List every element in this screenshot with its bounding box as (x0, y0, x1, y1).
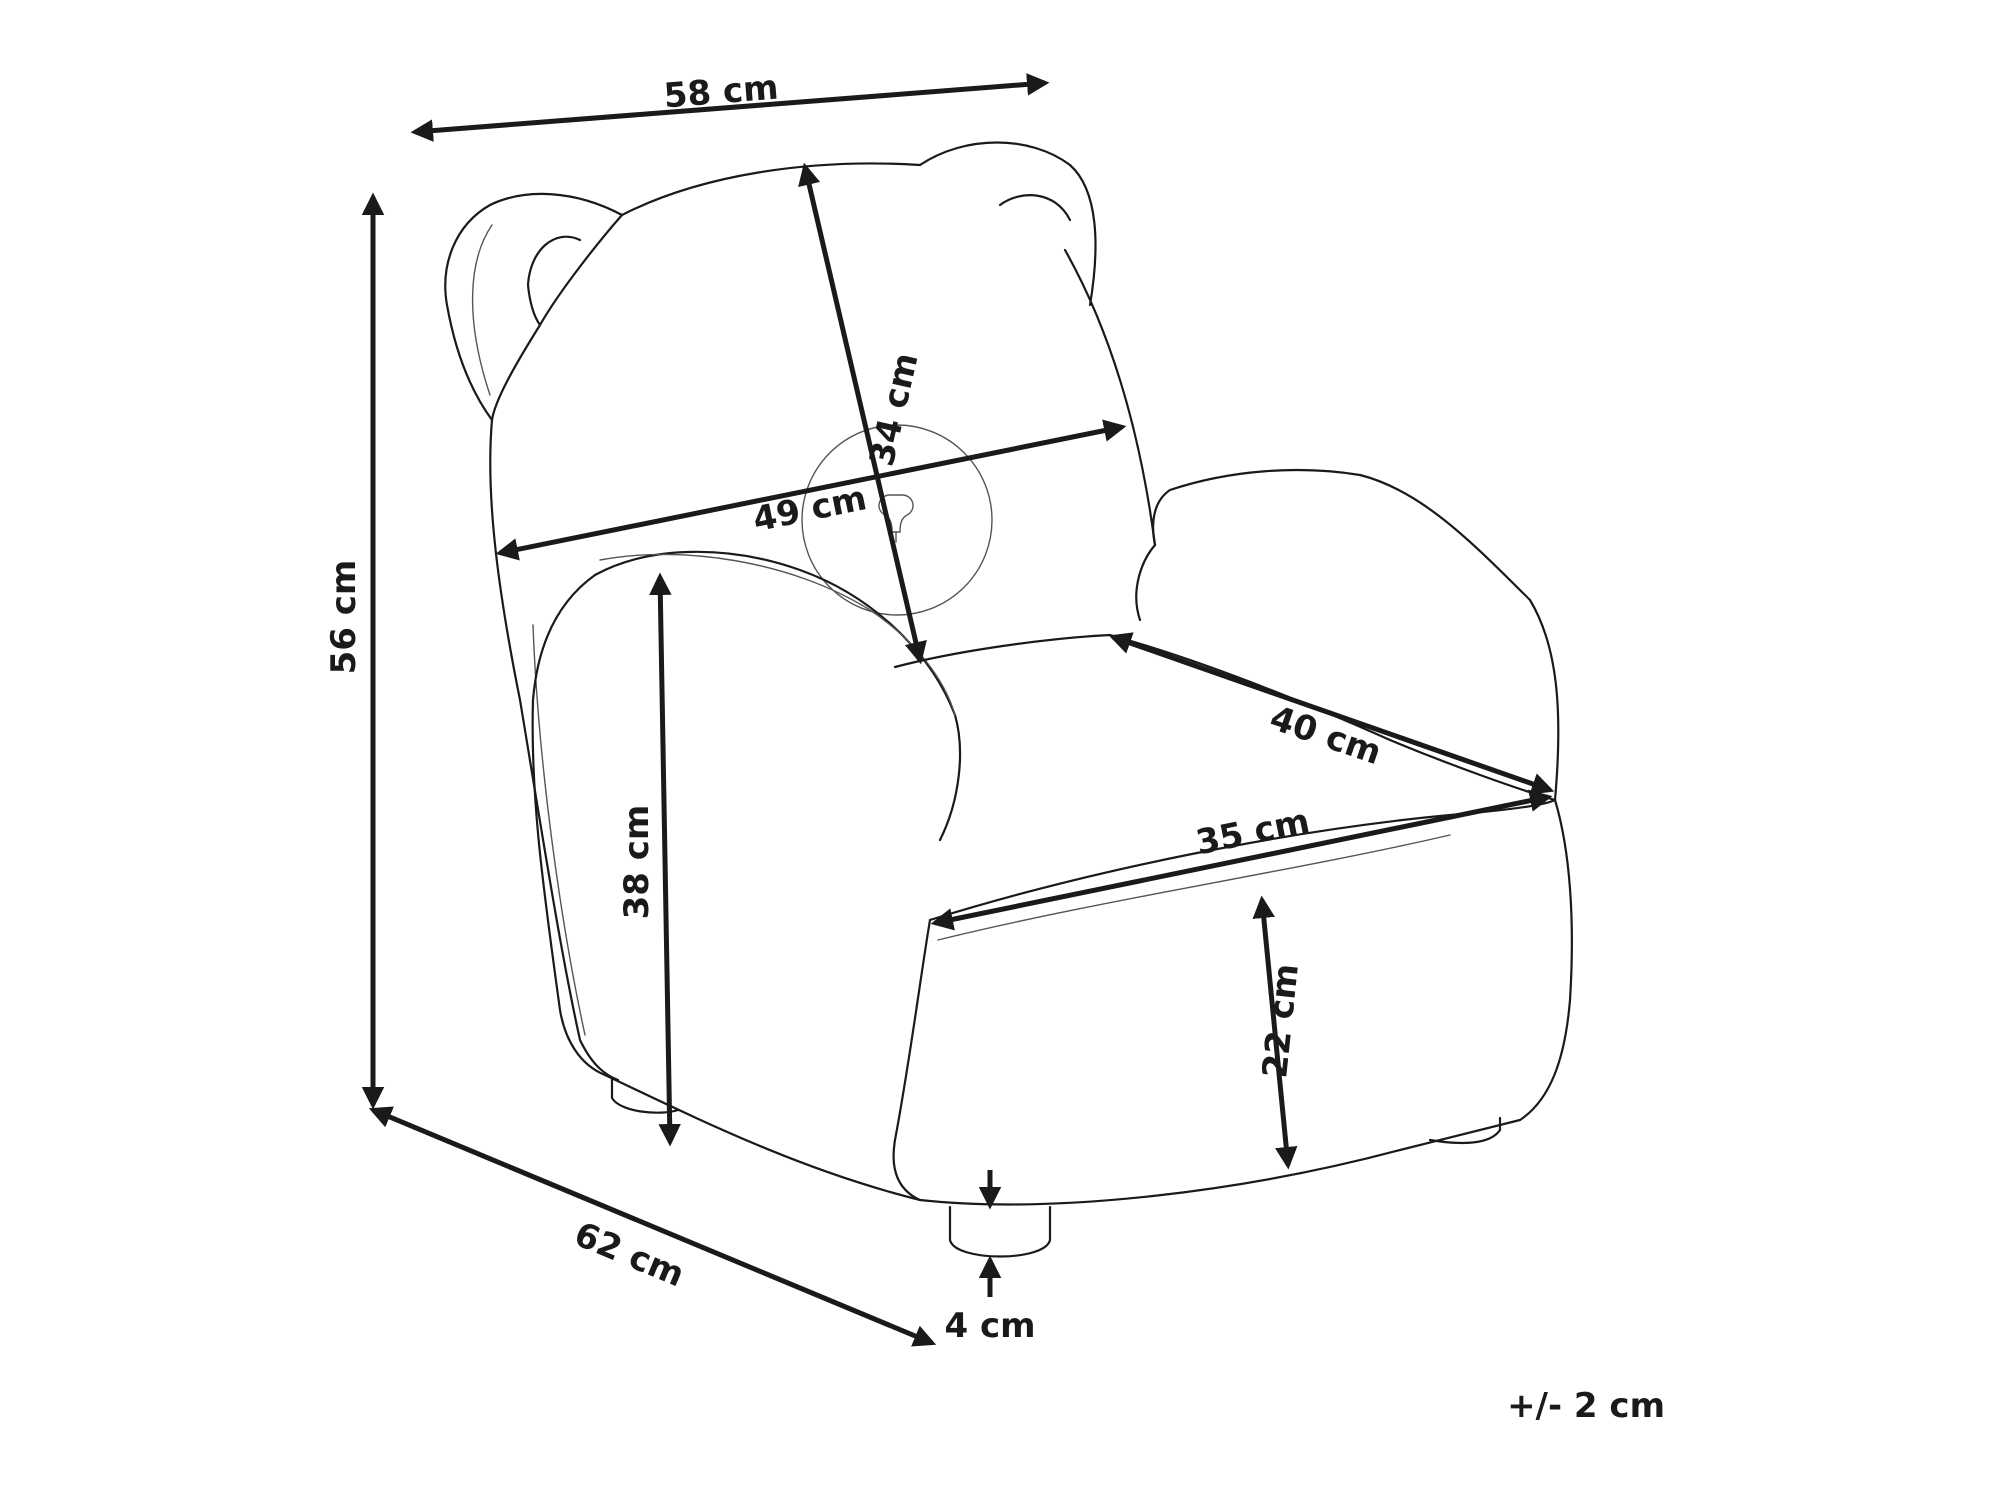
armchair-outline (444, 141, 1573, 1258)
dim-line-backrest-height (798, 162, 927, 665)
dim-line-seat-depth (1108, 632, 1555, 795)
back-right-leg (1428, 1116, 1502, 1145)
backrest-top (620, 162, 922, 217)
dim-line-seat-width (930, 789, 1553, 931)
label-depth: 62 cm (569, 1214, 690, 1295)
label-armrest-height: 38 cm (617, 805, 657, 920)
label-seat-width: 35 cm (1193, 801, 1313, 863)
label-top-width: 58 cm (662, 68, 780, 117)
seat-front-panel (892, 918, 932, 1202)
right-ear (918, 141, 1097, 307)
front-leg (948, 1205, 1052, 1258)
label-backrest-width: 49 cm (750, 478, 870, 540)
dimension-lines (361, 73, 1555, 1347)
backrest-right-side (1063, 248, 1157, 547)
dim-line-top-width (410, 73, 1050, 142)
dim-line-depth (368, 1106, 937, 1347)
label-backrest-height: 34 cm (862, 349, 927, 470)
right-ear-inner (998, 194, 1072, 222)
dim-line-backrest-width (495, 419, 1127, 561)
left-ear (444, 192, 624, 422)
dim-line-seat-height (1252, 895, 1298, 1170)
label-seat-height: 22 cm (1255, 962, 1307, 1080)
tolerance-note: +/- 2 cm (1507, 1386, 1665, 1426)
dim-line-armrest-height (649, 572, 681, 1147)
label-leg-height: 4 cm (944, 1306, 1035, 1346)
left-ear-inner (526, 235, 582, 327)
backrest-left-side (489, 418, 620, 1082)
base-bottom (603, 1073, 1522, 1206)
label-total-height: 56 cm (324, 560, 364, 675)
